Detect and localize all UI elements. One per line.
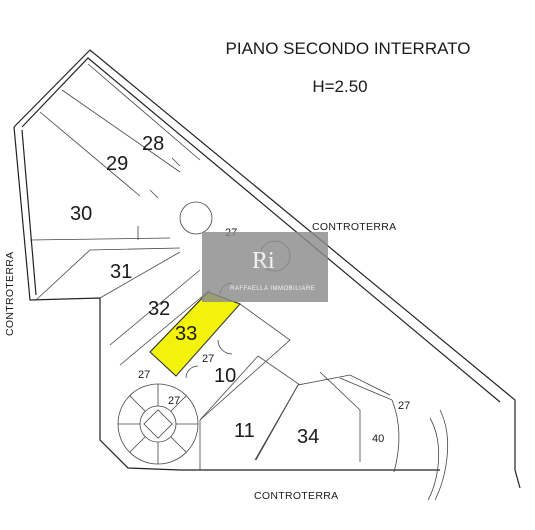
outer-walls [13,49,521,501]
height-label: H=2.50 [312,77,367,96]
unit-label-33: 33 [175,323,197,345]
common-area-27-d: 27 [168,395,180,407]
boundary-label-left: CONTROTERRA [4,252,16,336]
unit-label-32: 32 [148,298,170,320]
spiral-stair [117,383,199,465]
boundary-label-top: CONTROTERRA [312,221,396,233]
unit-label-40: 40 [372,433,384,445]
plan-title: PIANO SECONDO INTERRATO [226,39,471,58]
door-arc-2 [185,365,199,379]
boundary-label-bottom: CONTROTERRA [254,490,338,502]
column-1 [179,201,213,235]
unit-label-10: 10 [214,365,236,387]
unit-label-31: 31 [110,261,132,283]
watermark-text: RAFFAELLA IMMOBILIARE [230,286,315,292]
unit-label-34: 34 [297,426,319,448]
common-area-27-b: 27 [202,353,214,365]
watermark-logo: Ri [252,248,275,274]
right-block-walls [175,303,393,470]
watermark: Ri RAFFAELLA IMMOBILIARE [202,232,328,302]
common-area-27-e: 27 [398,400,410,412]
unit-label-29: 29 [106,153,128,175]
unit-label-28: 28 [142,133,164,155]
door-arc-1 [217,339,233,355]
unit-label-30: 30 [70,203,92,225]
common-area-27-c: 27 [138,369,150,381]
stall-dividers [29,63,211,366]
unit-label-11: 11 [234,420,255,442]
